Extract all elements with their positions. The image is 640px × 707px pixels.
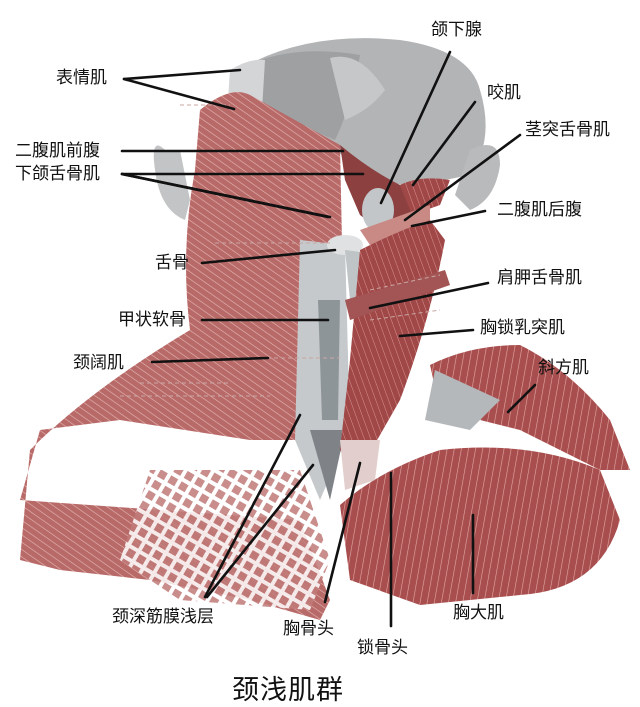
leader-lines (120, 50, 537, 628)
label-deep-cervical-fascia: 颈深筋膜浅层 (112, 607, 214, 627)
label-omohyoid: 肩胛舌骨肌 (497, 268, 582, 288)
pectoralis-major (340, 447, 620, 605)
label-platysma: 颈阔肌 (73, 353, 124, 373)
label-digastric-posterior: 二腹肌后腹 (497, 200, 582, 220)
label-facial-muscles: 表情肌 (56, 68, 107, 88)
incision-lines (120, 104, 441, 397)
posterior-triangle (425, 370, 500, 430)
label-thyroid-cartilage: 甲状软骨 (118, 310, 186, 330)
label-pectoralis-major: 胸大肌 (453, 603, 504, 623)
figure-title: 颈浅肌群 (232, 675, 344, 706)
label-masseter: 咬肌 (487, 83, 521, 103)
label-submandibular-gland: 颌下腺 (431, 20, 482, 40)
trapezius-muscle (430, 345, 630, 470)
label-stylohyoid: 茎突舌骨肌 (525, 120, 610, 140)
platysma-left (20, 92, 345, 621)
label-trapezius: 斜方肌 (538, 358, 589, 378)
label-hyoid-bone: 舌骨 (155, 253, 189, 273)
label-clavicular-head: 锁骨头 (357, 638, 408, 658)
label-sternocleidomastoid: 胸锁乳突肌 (480, 318, 565, 338)
label-digastric-anterior: 二腹肌前腹 (15, 141, 100, 161)
label-mylohyoid: 下颌舌骨肌 (15, 164, 100, 184)
left-ear (153, 145, 190, 220)
midline-structures (295, 235, 363, 500)
right-ear (455, 145, 500, 210)
label-sternal-head: 胸骨头 (283, 619, 334, 639)
mesh-fascia (120, 470, 330, 610)
